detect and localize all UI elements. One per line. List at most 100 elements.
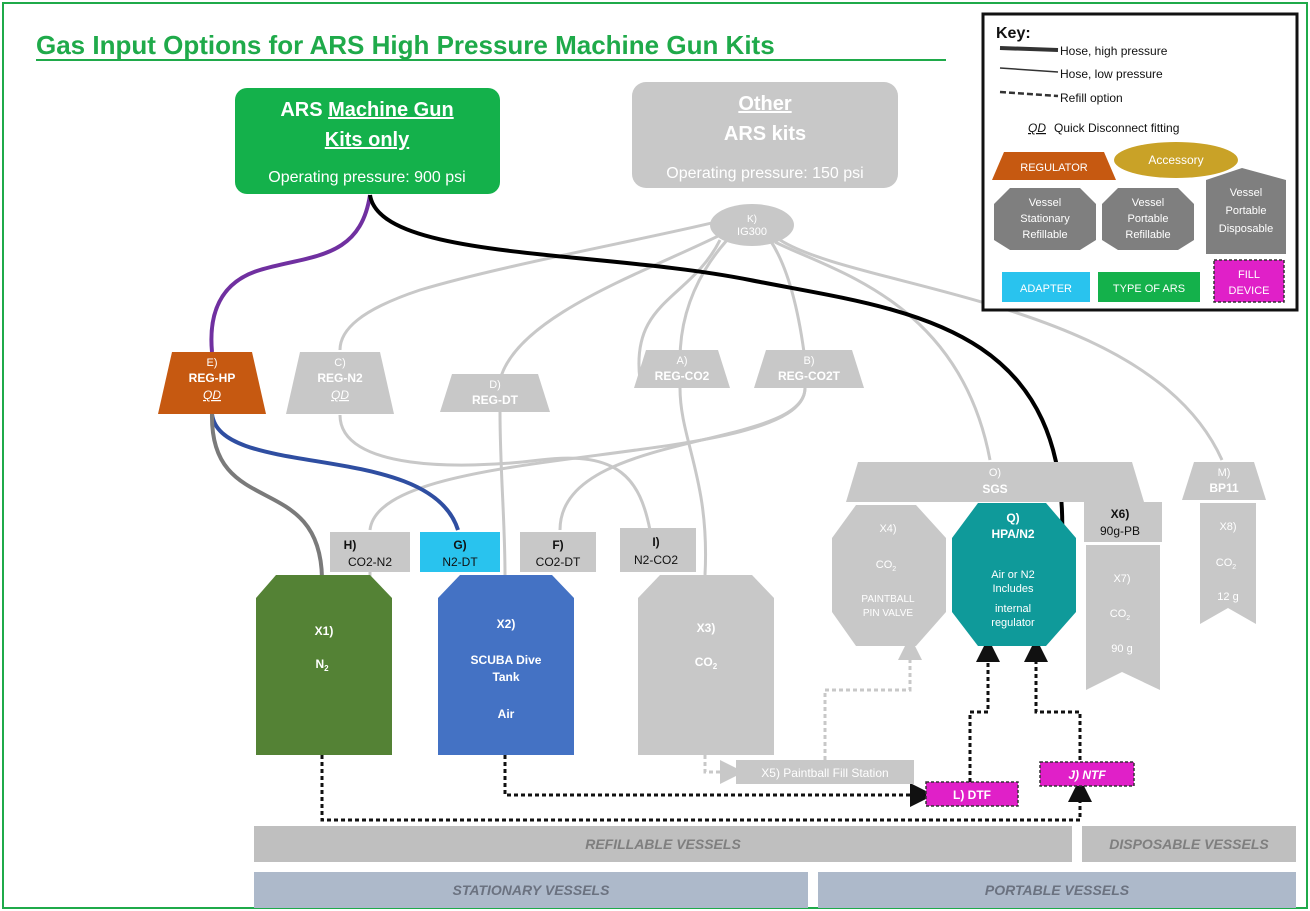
svg-text:FILL: FILL <box>1238 269 1260 281</box>
svg-text:CO2-N2: CO2-N2 <box>348 555 392 569</box>
svg-text:REFILLABLE VESSELS: REFILLABLE VESSELS <box>585 836 741 852</box>
svg-text:Stationary: Stationary <box>1020 213 1070 225</box>
regulator-E: E) REG-HP QD <box>158 352 266 414</box>
band-disposable: DISPOSABLE VESSELS <box>1082 826 1296 862</box>
svg-text:REGULATOR: REGULATOR <box>1020 162 1087 174</box>
band-stationary: STATIONARY VESSELS <box>254 872 808 908</box>
regulator-C: C) REG-N2 QD <box>286 352 394 414</box>
svg-text:Tank: Tank <box>492 670 519 684</box>
svg-text:90 g: 90 g <box>1111 643 1132 655</box>
svg-text:SGS: SGS <box>982 482 1007 496</box>
vessel-X4: X4) CO2 PAINTBALL PIN VALVE <box>832 505 946 646</box>
legend-key: Key: Hose, high pressure Hose, low press… <box>981 12 1299 312</box>
regulator-B: B) REG-CO2T <box>754 350 864 388</box>
svg-text:DISPOSABLE VESSELS: DISPOSABLE VESSELS <box>1109 836 1269 852</box>
adapter-I: I) N2-CO2 <box>620 528 696 572</box>
svg-text:H): H) <box>344 538 357 552</box>
svg-text:Hose, low pressure: Hose, low pressure <box>1060 67 1163 81</box>
svg-text:QD: QD <box>331 388 349 402</box>
svg-text:Refill option: Refill option <box>1060 91 1123 105</box>
adapter-F: F) CO2-DT <box>520 532 596 572</box>
kit-machine-gun: ARS Machine Gun Kits only Operating pres… <box>235 88 500 194</box>
svg-text:X2): X2) <box>497 617 516 631</box>
vessel-Q: Q) HPA/N2 Air or N2 Includes internal re… <box>952 503 1076 646</box>
svg-text:DEVICE: DEVICE <box>1229 285 1270 297</box>
svg-text:D): D) <box>489 379 501 391</box>
svg-text:internal: internal <box>995 603 1031 615</box>
svg-text:REG-N2: REG-N2 <box>317 371 363 385</box>
regulator-A: A) REG-CO2 <box>634 350 730 388</box>
svg-text:Refillable: Refillable <box>1125 229 1170 241</box>
vessel-X3: X3) CO2 <box>638 575 774 755</box>
legend-title: Key: <box>996 25 1031 42</box>
fill-device-L: L) DTF <box>925 781 1019 807</box>
svg-text:Quick Disconnect fitting: Quick Disconnect fitting <box>1054 121 1179 135</box>
svg-text:Vessel: Vessel <box>1230 187 1262 199</box>
svg-text:N2: N2 <box>315 657 329 673</box>
hose-purple <box>209 194 372 353</box>
svg-text:E): E) <box>207 357 218 369</box>
svg-text:REG-HP: REG-HP <box>189 371 236 385</box>
svg-text:X8): X8) <box>1219 521 1236 533</box>
svg-text:PORTABLE VESSELS: PORTABLE VESSELS <box>985 882 1130 898</box>
band-portable: PORTABLE VESSELS <box>818 872 1296 908</box>
kit-other-line1: Other <box>738 93 792 115</box>
svg-text:X4): X4) <box>879 523 896 535</box>
svg-text:Hose, high pressure: Hose, high pressure <box>1060 44 1168 58</box>
svg-text:CO2: CO2 <box>1110 608 1131 622</box>
svg-text:Portable: Portable <box>1226 205 1267 217</box>
svg-text:PAINTBALL: PAINTBALL <box>861 594 915 605</box>
svg-text:Includes: Includes <box>993 583 1034 595</box>
svg-text:CO2: CO2 <box>876 559 897 573</box>
svg-text:12 g: 12 g <box>1217 591 1238 603</box>
svg-text:B): B) <box>804 355 815 367</box>
regulator-O-sgs: O) SGS <box>846 462 1144 502</box>
svg-text:A): A) <box>677 355 688 367</box>
regulator-D: D) REG-DT <box>440 374 550 412</box>
kit-mg-line2: Kits only <box>325 129 410 151</box>
hose-high-pressure-black <box>368 194 1065 541</box>
svg-text:regulator: regulator <box>991 617 1035 629</box>
vessel-X8: X8) CO2 12 g <box>1200 503 1256 624</box>
svg-text:Vessel: Vessel <box>1132 197 1164 209</box>
svg-text:ADAPTER: ADAPTER <box>1020 283 1072 295</box>
svg-text:90g-PB: 90g-PB <box>1100 524 1140 538</box>
svg-text:J) NTF: J) NTF <box>1068 768 1106 782</box>
svg-text:HPA/N2: HPA/N2 <box>991 527 1034 541</box>
svg-text:IG300: IG300 <box>737 226 767 238</box>
svg-text:Disposable: Disposable <box>1219 223 1273 235</box>
svg-text:TYPE OF ARS: TYPE OF ARS <box>1113 283 1185 295</box>
fill-station-X5: X5) Paintball Fill Station <box>736 760 914 784</box>
refill-paths-gray <box>703 636 922 784</box>
svg-text:N2-CO2: N2-CO2 <box>634 553 678 567</box>
page-title: Gas Input Options for ARS High Pressure … <box>36 30 775 60</box>
svg-text:L) DTF: L) DTF <box>953 788 991 802</box>
svg-text:X5) Paintball Fill Station: X5) Paintball Fill Station <box>761 766 888 780</box>
svg-text:F): F) <box>552 538 563 552</box>
kit-mg-line1b: Machine Gun <box>328 99 454 121</box>
svg-text:X7): X7) <box>1113 573 1130 585</box>
regulator-M: M) BP11 <box>1182 462 1266 500</box>
kit-mg-line1a: ARS <box>280 99 328 121</box>
svg-text:X6): X6) <box>1111 507 1130 521</box>
svg-text:G): G) <box>453 538 466 552</box>
svg-text:Q): Q) <box>1006 511 1019 525</box>
adapter-H: H) CO2-N2 <box>330 532 410 572</box>
kit-other: Other ARS kits Operating pressure: 150 p… <box>632 82 898 188</box>
svg-text:PIN VALVE: PIN VALVE <box>863 608 914 619</box>
svg-text:M): M) <box>1218 467 1231 479</box>
svg-text:Air or N2: Air or N2 <box>991 569 1034 581</box>
vessel-X1: X1) N2 <box>256 575 392 755</box>
svg-text:ARS Machine Gun: ARS Machine Gun <box>280 99 453 121</box>
svg-text:STATIONARY VESSELS: STATIONARY VESSELS <box>453 882 611 898</box>
svg-text:REG-CO2T: REG-CO2T <box>778 369 841 383</box>
svg-text:CO2: CO2 <box>1216 557 1237 571</box>
svg-text:Portable: Portable <box>1128 213 1169 225</box>
adapter-X6: X6) 90g-PB <box>1084 502 1162 542</box>
svg-text:QD: QD <box>203 388 221 402</box>
hose-blue <box>210 413 460 531</box>
fill-device-J: J) NTF <box>1039 761 1135 787</box>
band-refillable: REFILLABLE VESSELS <box>254 826 1072 862</box>
svg-text:CO2-DT: CO2-DT <box>536 555 581 569</box>
